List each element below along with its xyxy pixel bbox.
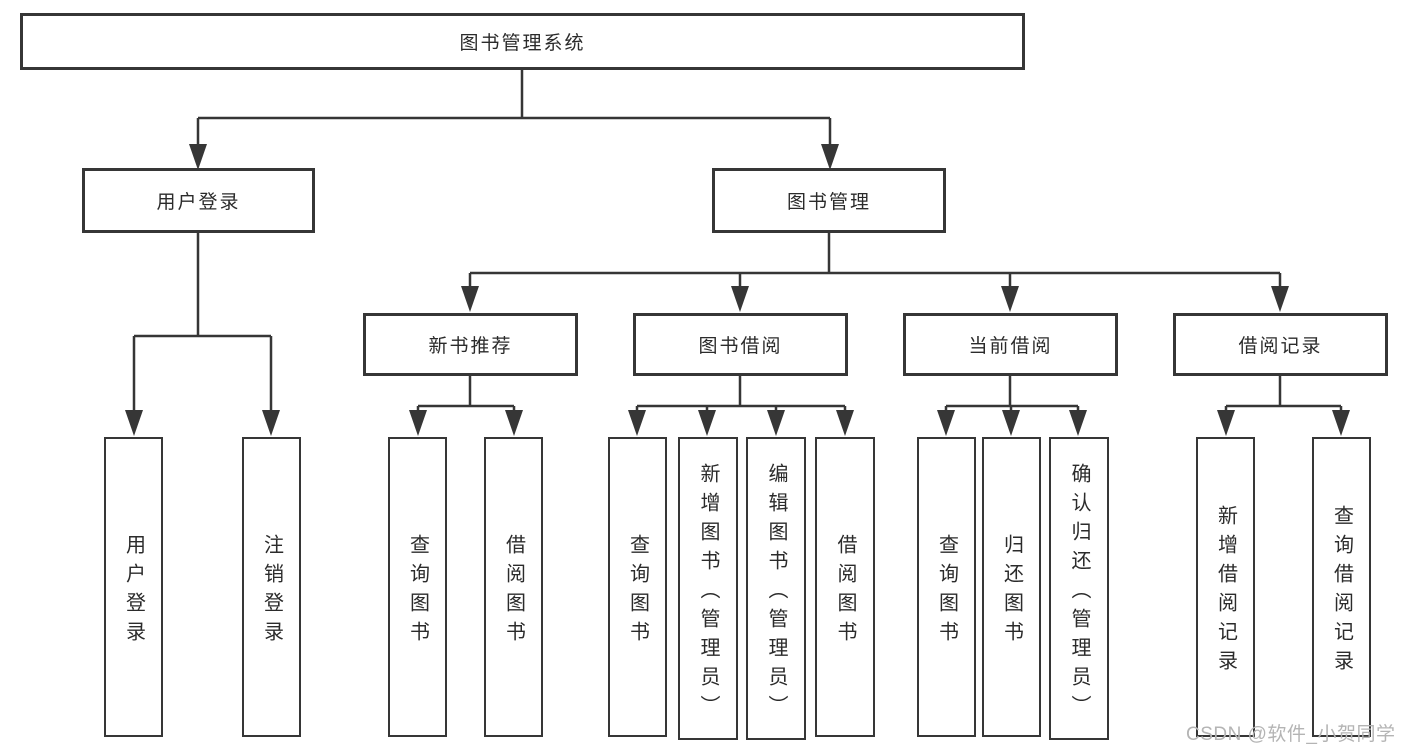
node-new-book-recommend-label: 新书推荐 <box>428 336 513 357</box>
leaf-label: 借阅图书 <box>502 533 525 650</box>
leaf-user-login: 用户登录 <box>104 437 163 737</box>
leaf-query-books-recommend: 查询图书 <box>388 437 447 737</box>
node-borrow-records: 借阅记录 <box>1173 313 1388 376</box>
leaf-query-borrow-record: 查询借阅记录 <box>1312 437 1371 737</box>
leaf-edit-book-admin: 编辑图书（管理员） <box>746 437 806 740</box>
arrow-leaf-2 <box>262 410 280 436</box>
arrow-leaf-1 <box>125 410 143 436</box>
leaf-label: 查询借阅记录 <box>1330 504 1353 679</box>
leaf-label: 确认归还（管理员） <box>1068 462 1090 724</box>
node-new-book-recommend: 新书推荐 <box>363 313 578 376</box>
node-user-login: 用户登录 <box>82 168 315 233</box>
arrow-to-new-book-recommend <box>461 286 479 312</box>
node-user-login-label: 用户登录 <box>156 192 241 213</box>
arrowheads <box>125 144 1350 436</box>
arrow-to-borrow-records <box>1271 286 1289 312</box>
connector-lines <box>132 70 1343 412</box>
leaf-label: 用户登录 <box>122 533 145 650</box>
node-book-borrow-label: 图书借阅 <box>698 336 783 357</box>
leaf-label: 新增借阅记录 <box>1214 504 1237 679</box>
leaf-query-books-current: 查询图书 <box>917 437 976 737</box>
arrow-leaf-7 <box>767 410 785 436</box>
leaf-confirm-return-admin: 确认归还（管理员） <box>1049 437 1109 740</box>
watermark: CSDN @软件_小贺同学 <box>1186 724 1396 745</box>
arrow-leaf-10 <box>1002 410 1020 436</box>
arrow-leaf-13 <box>1332 410 1350 436</box>
arrow-leaf-12 <box>1217 410 1235 436</box>
leaf-label: 查询图书 <box>406 533 429 650</box>
node-borrow-records-label: 借阅记录 <box>1238 336 1323 357</box>
leaf-query-books-borrow: 查询图书 <box>608 437 667 737</box>
leaf-label: 借阅图书 <box>834 533 856 650</box>
node-book-management-label: 图书管理 <box>786 192 871 213</box>
arrow-leaf-11 <box>1069 410 1087 436</box>
leaf-label: 注销登录 <box>260 533 283 650</box>
node-root: 图书管理系统 <box>20 13 1025 70</box>
leaf-borrow-books-recommend: 借阅图书 <box>484 437 543 737</box>
arrow-leaf-9 <box>937 410 955 436</box>
node-current-borrow: 当前借阅 <box>903 313 1118 376</box>
arrow-to-book-management <box>821 144 839 170</box>
arrow-leaf-8 <box>836 410 854 436</box>
arrow-leaf-5 <box>628 410 646 436</box>
arrow-to-user-login <box>189 144 207 170</box>
leaf-borrow-books-2: 借阅图书 <box>815 437 875 737</box>
node-book-management: 图书管理 <box>712 168 946 233</box>
arrow-leaf-6 <box>698 410 716 436</box>
leaf-label: 查询图书 <box>935 533 958 650</box>
arrow-leaf-3 <box>409 410 427 436</box>
node-root-label: 图书管理系统 <box>459 33 586 54</box>
arrow-to-current-borrow <box>1001 286 1019 312</box>
leaf-return-book: 归还图书 <box>982 437 1041 737</box>
leaf-label: 新增图书（管理员） <box>697 462 719 724</box>
leaf-label: 查询图书 <box>626 533 649 650</box>
arrow-to-book-borrow <box>731 286 749 312</box>
node-current-borrow-label: 当前借阅 <box>968 336 1053 357</box>
leaf-add-book-admin: 新增图书（管理员） <box>678 437 738 740</box>
leaf-logout: 注销登录 <box>242 437 301 737</box>
leaf-add-borrow-record: 新增借阅记录 <box>1196 437 1255 737</box>
arrow-leaf-4 <box>505 410 523 436</box>
leaf-label: 编辑图书（管理员） <box>765 462 787 724</box>
node-book-borrow: 图书借阅 <box>633 313 848 376</box>
leaf-label: 归还图书 <box>1000 533 1023 650</box>
